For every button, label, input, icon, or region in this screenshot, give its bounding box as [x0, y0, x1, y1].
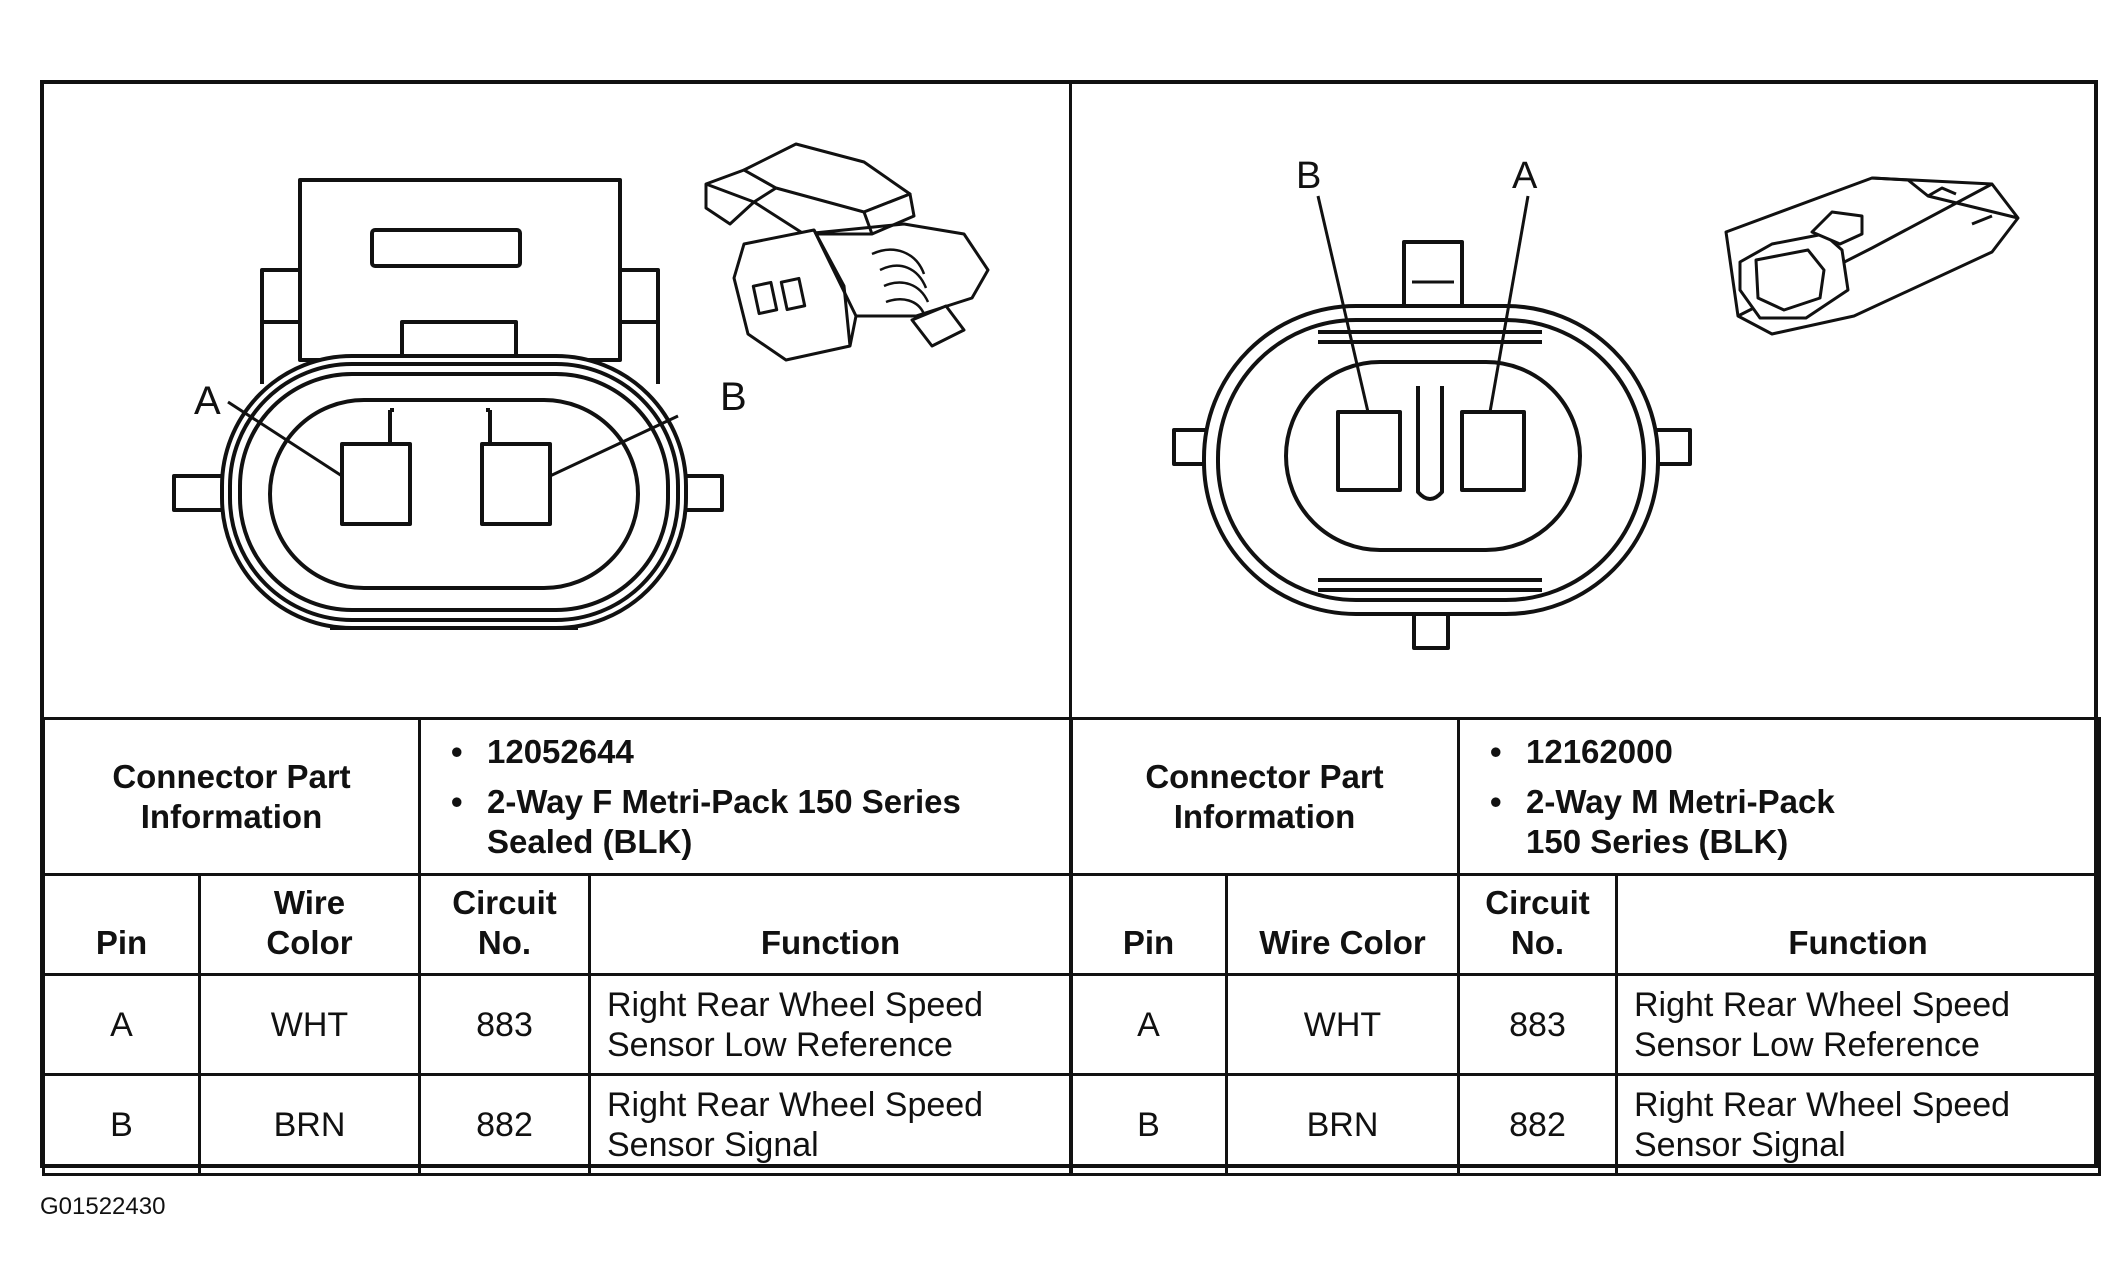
lock-tab: [400, 320, 518, 358]
male-connector-diagram: B A: [1172, 155, 2020, 650]
part-description: 2-Way M Metri-Pack 150 Series (BLK): [1490, 782, 2092, 862]
housing-slot: [370, 228, 522, 268]
header-wire-color: Wire Color: [198, 873, 421, 976]
left-connector-table: Connector Part Information 12052644 2-Wa…: [42, 717, 1073, 1176]
part-info-values: 12052644 2-Way F Metri-Pack 150 Series S…: [418, 717, 1073, 876]
latch-left: [260, 268, 302, 324]
leader-a: [227, 400, 343, 478]
pin-b-cavity: [1336, 410, 1402, 492]
pin-a-cavity: [340, 442, 412, 526]
part-info-label: Connector Part Information: [42, 717, 421, 876]
cell-pin: A: [42, 973, 201, 1076]
pin-label-b: B: [720, 375, 747, 419]
cell-wire-color: BRN: [1225, 1073, 1460, 1176]
header-pin: Pin: [1069, 873, 1228, 976]
part-description: 2-Way F Metri-Pack 150 Series Sealed (BL…: [451, 782, 1064, 862]
header-row: Pin Wire Color Circuit No. Function: [42, 873, 1073, 976]
header-circuit: Circuit No.: [418, 873, 591, 976]
female-connector-diagram: A B: [172, 142, 990, 630]
leader-b: [1316, 195, 1370, 413]
header-row: Pin Wire Color Circuit No. Function: [1069, 873, 2102, 976]
right-connector-table: Connector Part Information 12162000 2-Wa…: [1069, 717, 2102, 1176]
header-function: Function: [1614, 873, 2102, 976]
top-key-tab: [1402, 240, 1464, 316]
part-info-row: Connector Part Information 12052644 2-Wa…: [42, 717, 1073, 876]
cell-function: Right Rear Wheel Speed Sensor Low Refere…: [1614, 973, 2102, 1076]
cell-function: Right Rear Wheel Speed Sensor Low Refere…: [588, 973, 1073, 1076]
pin-label-a: A: [1512, 155, 1538, 197]
cell-wire-color: BRN: [198, 1073, 421, 1176]
cell-function: Right Rear Wheel Speed Sensor Signal: [1614, 1073, 2102, 1176]
cavity-oval: [268, 398, 640, 590]
part-number: 12052644: [451, 732, 1064, 772]
part-info-values: 12162000 2-Way M Metri-Pack 150 Series (…: [1456, 717, 2102, 876]
figure-code: G01522430: [40, 1193, 166, 1220]
pin-a-cavity: [1460, 410, 1526, 492]
part-info-row: Connector Part Information 12162000 2-Wa…: [1069, 717, 2102, 876]
table-row: B BRN 882 Right Rear Wheel Speed Sensor …: [1069, 1073, 2102, 1176]
table-row: A WHT 883 Right Rear Wheel Speed Sensor …: [42, 973, 1073, 1076]
table-row: B BRN 882 Right Rear Wheel Speed Sensor …: [42, 1073, 1073, 1176]
cell-pin: A: [1069, 973, 1228, 1076]
header-pin: Pin: [42, 873, 201, 976]
latch-right: [618, 268, 660, 324]
cell-circuit: 882: [418, 1073, 591, 1176]
leader-b: [549, 414, 679, 478]
pin-b-cavity: [480, 442, 552, 526]
cell-circuit: 883: [418, 973, 591, 1076]
cell-circuit: 883: [1457, 973, 1618, 1076]
center-divider: [1069, 80, 1072, 1168]
part-number: 12162000: [1490, 732, 2092, 772]
pin-label-a: A: [194, 379, 221, 423]
pin-label-b: B: [1296, 155, 1321, 197]
header-wire-color: Wire Color: [1225, 873, 1460, 976]
cell-circuit: 882: [1457, 1073, 1618, 1176]
cell-wire-color: WHT: [198, 973, 421, 1076]
header-circuit: Circuit No.: [1457, 873, 1618, 976]
cell-function: Right Rear Wheel Speed Sensor Signal: [588, 1073, 1073, 1176]
cell-pin: B: [42, 1073, 201, 1176]
female-connector-3d-icon: [704, 142, 990, 362]
cavity-oval: [1284, 360, 1582, 552]
cell-pin: B: [1069, 1073, 1228, 1176]
header-function: Function: [588, 873, 1073, 976]
male-connector-3d-icon: [1724, 176, 2020, 336]
part-info-label: Connector Part Information: [1069, 717, 1460, 876]
leader-a: [1488, 195, 1530, 413]
seal-outer: [1202, 304, 1660, 616]
table-row: A WHT 883 Right Rear Wheel Speed Sensor …: [1069, 973, 2102, 1076]
cell-wire-color: WHT: [1225, 973, 1460, 1076]
